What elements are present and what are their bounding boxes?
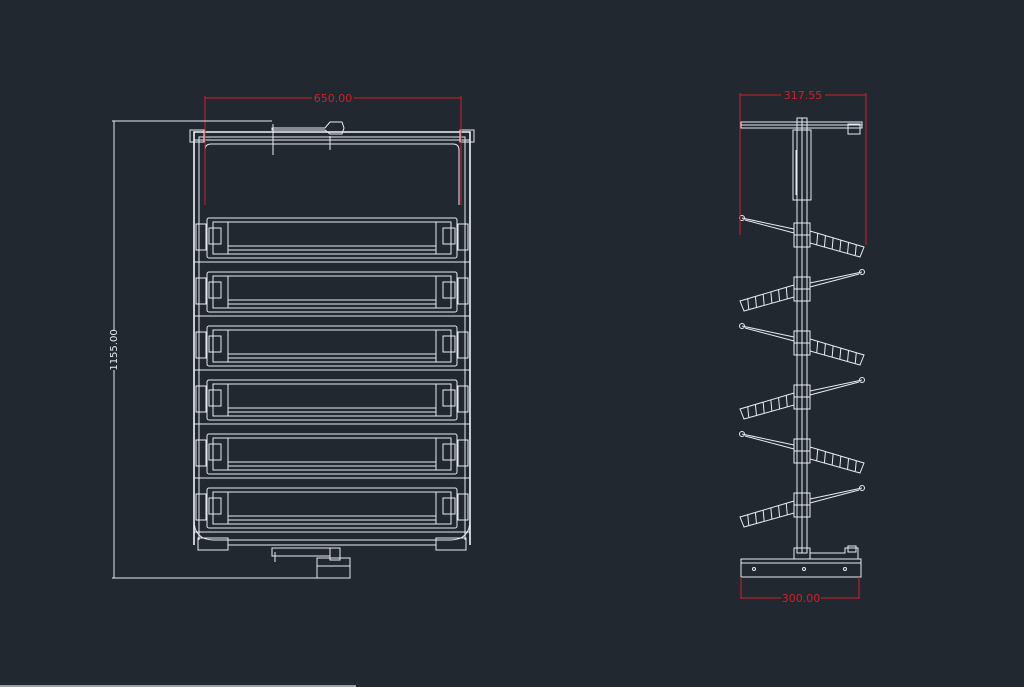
front-top-mount [269, 121, 345, 155]
side-top-dimension[interactable]: 317.55 [739, 89, 867, 245]
side-center-pole [792, 117, 812, 554]
side-arm [739, 485, 865, 528]
front-basket [194, 379, 470, 425]
front-view: 650.00 1155.00 [109, 92, 475, 579]
side-arm [739, 215, 865, 258]
side-arm [739, 269, 865, 312]
front-basket [194, 325, 470, 371]
side-arm [739, 323, 865, 366]
front-basket [194, 433, 470, 479]
front-width-dimension[interactable]: 650.00 [204, 92, 462, 205]
front-bottom-frame [193, 519, 471, 551]
side-base-value: 300.00 [782, 592, 821, 605]
front-outer-frame [189, 129, 475, 545]
front-height-value: 1155.00 [109, 329, 120, 370]
front-bottom-mount [271, 547, 351, 579]
side-arm [739, 431, 865, 474]
side-arms [739, 215, 865, 528]
front-basket [194, 217, 470, 263]
side-view: 317.55 300.00 [739, 89, 867, 605]
front-height-dimension[interactable]: 1155.00 [109, 120, 320, 579]
side-top-value: 317.55 [784, 89, 823, 102]
front-basket [194, 271, 470, 317]
side-arm [739, 377, 865, 420]
side-base [740, 545, 862, 578]
side-base-dimension[interactable]: 300.00 [740, 577, 860, 605]
front-baskets [194, 217, 470, 533]
front-basket [194, 487, 470, 533]
front-width-value: 650.00 [314, 92, 353, 105]
